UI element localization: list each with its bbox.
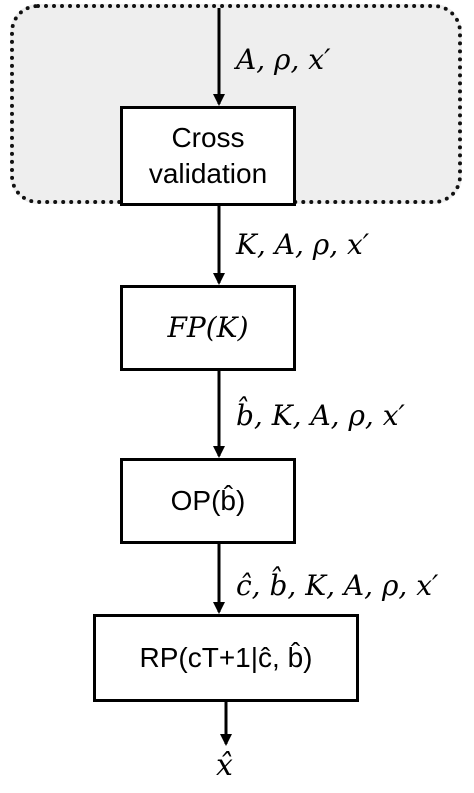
fp-box: FP(K) <box>120 285 296 371</box>
fp-label: FP(K) <box>167 310 249 344</box>
cross-validation-box: Cross validation <box>120 106 296 206</box>
op-output-parameters-label: ĉ, b̂, K, A, ρ, x′ <box>236 569 439 602</box>
cross-validation-line-1: Cross <box>171 122 245 154</box>
fp-output-parameters-label: b̂, K, A, ρ, x′ <box>236 399 405 432</box>
final-output-label: x̂ <box>216 748 233 783</box>
op-box: OP(b̂) <box>120 458 296 544</box>
rp-label: RP(cT+1|ĉ, b̂) <box>139 641 313 673</box>
op-label: OP(b̂) <box>170 484 246 516</box>
cv-output-parameters-label: K, A, ρ, x′ <box>236 228 370 261</box>
rp-box: RP(cT+1|ĉ, b̂) <box>93 614 359 702</box>
cross-validation-text: Cross validation <box>149 122 267 189</box>
input-parameters-label: A, ρ, x′ <box>236 43 331 76</box>
cross-validation-line-2: validation <box>148 157 268 189</box>
